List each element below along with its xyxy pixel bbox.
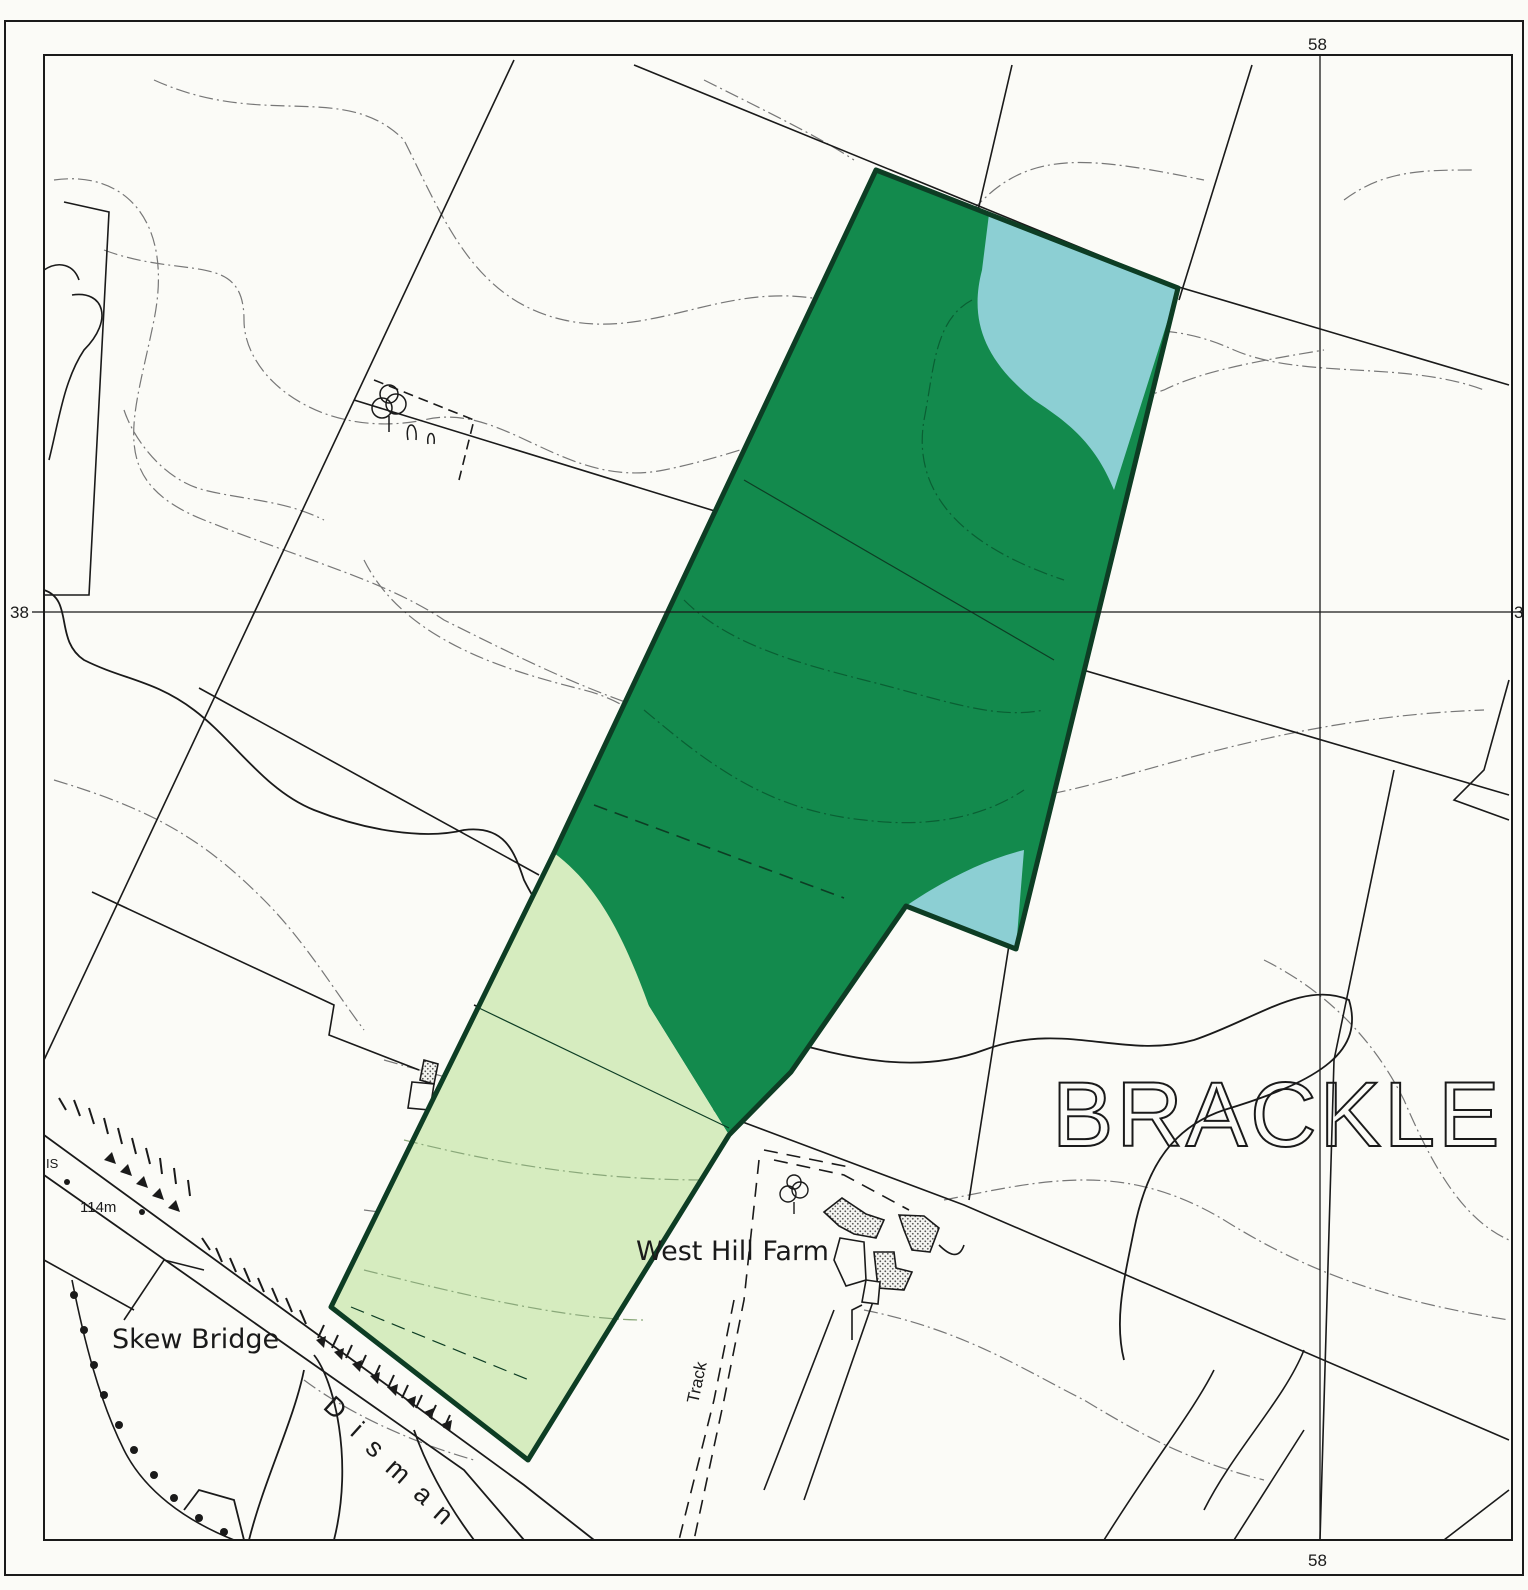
field-boundary [91, 891, 420, 1071]
spot-height-label: 114m [80, 1199, 116, 1216]
zone-light-blue-south [906, 850, 1024, 949]
contour-line [153, 79, 1205, 325]
field-boundary [43, 59, 515, 1061]
field-boundary [968, 944, 1010, 1201]
track [678, 1149, 910, 1541]
road-edge [43, 1174, 525, 1541]
field-boundary [976, 64, 1013, 216]
road-edge [313, 1354, 344, 1541]
track-edge [773, 1159, 910, 1211]
contour-line [103, 249, 1485, 474]
road-edge [183, 1488, 245, 1541]
field-boundary [198, 687, 540, 876]
contour-line [123, 409, 325, 521]
map-content [32, 55, 1524, 1541]
farm-buildings [407, 1058, 965, 1340]
field-boundary [1178, 64, 1253, 301]
woodland-enclosure [371, 379, 475, 481]
grid-label-easting-bottom: 58 [1308, 1551, 1327, 1570]
field-boundary [803, 1269, 885, 1501]
field-boundary [763, 1309, 835, 1491]
field-boundary [43, 1259, 135, 1311]
road-edge [248, 1369, 305, 1541]
field-boundary [48, 293, 103, 461]
outer-border [4, 20, 1524, 1576]
grid-label-northing-right: 3 [1514, 603, 1523, 622]
internal-lines [350, 299, 1065, 1381]
contour-line [53, 779, 365, 1031]
field-boundary [43, 264, 80, 281]
contour-line [863, 1309, 1265, 1481]
dashed-boundary [373, 379, 475, 481]
track-edge [693, 1159, 760, 1541]
field-boundary [44, 201, 110, 596]
spot-markers [64, 1179, 145, 1215]
railway-dots [70, 1291, 228, 1536]
building [833, 1237, 867, 1287]
building-stipple [822, 1197, 886, 1239]
field-boundary [1233, 1429, 1305, 1541]
building [861, 1279, 881, 1305]
farm-label: West Hill Farm [636, 1236, 829, 1267]
field-boundary [1443, 1489, 1510, 1541]
contour-line [303, 1379, 475, 1461]
embankment-triangles [104, 1152, 452, 1432]
contour-line [703, 79, 855, 161]
track-edge [763, 1149, 855, 1169]
building-stipple [897, 1214, 940, 1253]
field-boundary [1452, 679, 1510, 821]
road-edge [43, 1134, 595, 1541]
farm-lane [851, 1244, 965, 1340]
field-boundary [1319, 769, 1395, 1541]
place-label: BRACKLE [1052, 1064, 1503, 1166]
building-stipple [419, 1058, 439, 1086]
tree-icon [371, 384, 435, 445]
field-boundary [1203, 1349, 1305, 1511]
map-canvas: 58 58 38 3 BRACKLE West Hill Farm Skew B… [4, 20, 1524, 1576]
grid-label-northing-left: 38 [10, 603, 29, 622]
plot-outline [328, 167, 1181, 1463]
tree-icon [779, 1174, 809, 1214]
zone-pale-green-upper [479, 853, 729, 1135]
contour-line [1343, 169, 1475, 201]
contour-line [943, 1179, 1510, 1321]
contour-line [1263, 959, 1510, 1241]
track-edge [678, 1299, 735, 1541]
zone-light-blue-north [977, 214, 1178, 490]
grid-label-easting-top: 58 [1308, 35, 1327, 54]
study-plot [328, 167, 1181, 1463]
road-disman [43, 1134, 595, 1541]
railway [70, 1279, 235, 1541]
field-boundary [1103, 1369, 1215, 1541]
hachure-embankment [58, 1097, 451, 1429]
bridge-label: Skew Bridge [112, 1324, 279, 1355]
zone-dark-green [554, 170, 1178, 1135]
grid-lines [32, 55, 1524, 1540]
road-edge [413, 1429, 475, 1541]
side-note-label: IS [46, 1156, 59, 1171]
